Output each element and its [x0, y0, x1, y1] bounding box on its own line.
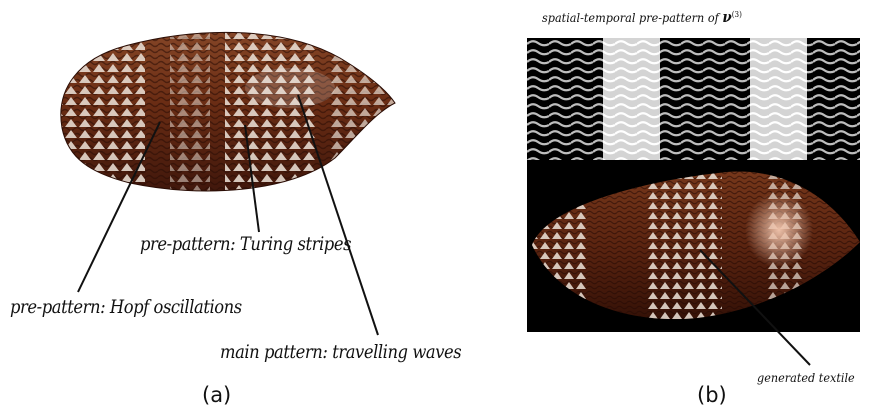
figure-panel-b: spatial-temporal pre-pattern of ν(3) [520, 0, 880, 411]
label-main-pattern: main pattern: travelling waves [220, 341, 461, 363]
caption-b: (b) [697, 383, 727, 407]
label-turing-stripes: pre-pattern: Turing stripes [140, 233, 351, 255]
leader-line-b [520, 0, 880, 411]
figure-panel-a: pre-pattern: Turing stripes pre-pattern:… [0, 0, 520, 411]
label-generated-textile: generated textile [757, 370, 855, 385]
label-hopf-oscillations: pre-pattern: Hopf oscillations [10, 296, 242, 318]
caption-a: (a) [202, 383, 231, 407]
